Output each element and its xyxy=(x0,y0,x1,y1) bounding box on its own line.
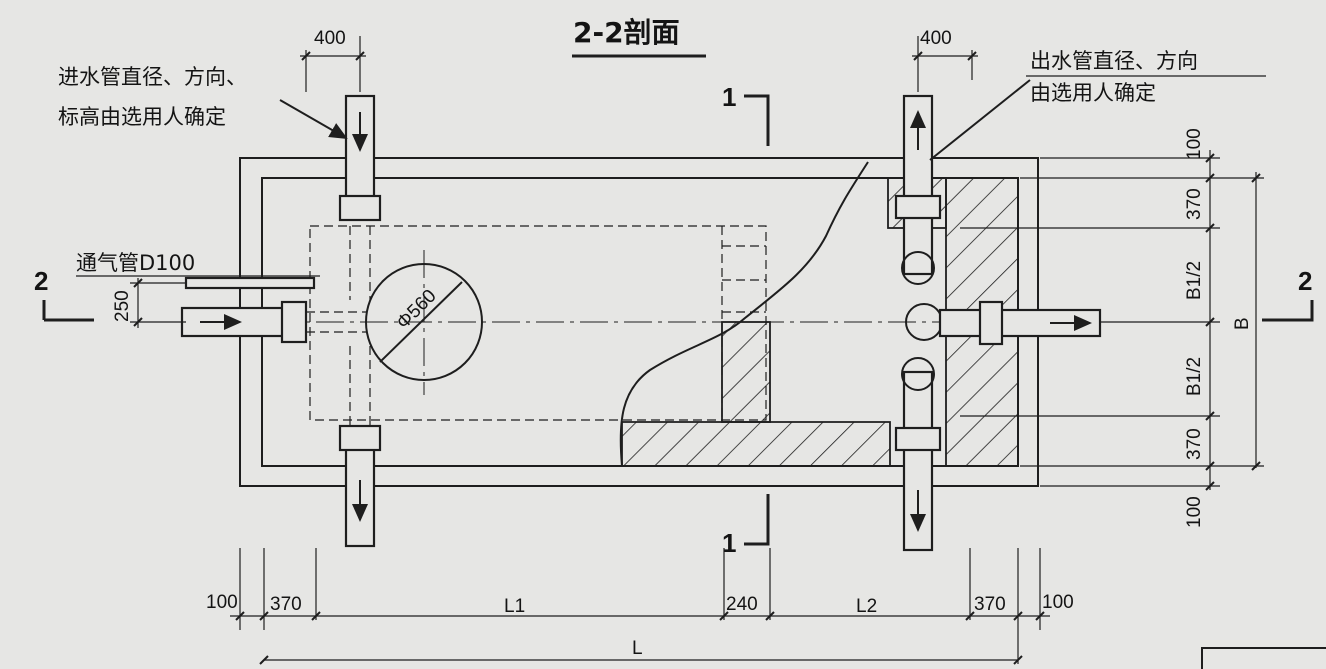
dim-bottom-chain: 100 370 L1 240 L2 370 100 L xyxy=(206,548,1074,665)
dim-left-vent: 250 xyxy=(112,278,186,328)
inlet-pipe-top xyxy=(338,94,382,300)
svg-text:100: 100 xyxy=(1184,496,1205,528)
svg-text:B1/2: B1/2 xyxy=(1184,357,1205,396)
section-mark-1-top: 1 xyxy=(722,82,770,146)
dim-top-left: 400 xyxy=(300,28,366,92)
svg-text:出水管直径、方向: 出水管直径、方向 xyxy=(1030,49,1198,73)
svg-text:100: 100 xyxy=(206,592,238,613)
vent-pipe xyxy=(184,276,316,290)
svg-text:1: 1 xyxy=(722,82,736,112)
svg-text:标高由选用人确定: 标高由选用人确定 xyxy=(58,105,226,129)
inner-chamber-dashed xyxy=(309,225,767,421)
svg-text:100: 100 xyxy=(1042,592,1074,613)
svg-text:240: 240 xyxy=(726,594,758,615)
inlet-note: 进水管直径、方向、 标高由选用人确定 xyxy=(58,65,348,139)
svg-text:L1: L1 xyxy=(504,596,525,617)
section-mark-2-left: 2 xyxy=(34,266,94,322)
svg-text:100: 100 xyxy=(1184,128,1205,160)
svg-text:1: 1 xyxy=(722,528,736,558)
drawing-title: 2-2剖面 xyxy=(573,16,680,49)
svg-text:400: 400 xyxy=(920,28,952,49)
svg-text:L2: L2 xyxy=(856,596,877,617)
svg-text:2: 2 xyxy=(34,266,48,296)
svg-text:L: L xyxy=(632,638,643,659)
section-mark-2-right: 2 xyxy=(1262,266,1314,322)
dim-top-right: 400 xyxy=(912,28,978,92)
svg-text:通气管D100: 通气管D100 xyxy=(76,251,195,275)
manhole-circle xyxy=(365,250,483,395)
outlet-pipe-top xyxy=(894,94,942,285)
break-line xyxy=(619,161,869,467)
vent-note: 通气管D100 xyxy=(76,251,320,277)
outlet-pipe-horizontal xyxy=(905,300,1102,346)
dim-right-chain: 100 370 B1/2 B1/2 370 100 B xyxy=(960,128,1264,528)
outlet-note: 出水管直径、方向 由选用人确定 xyxy=(929,49,1266,161)
svg-text:B: B xyxy=(1232,317,1253,330)
svg-text:2: 2 xyxy=(1298,266,1312,296)
svg-text:370: 370 xyxy=(270,594,302,615)
svg-text:B1/2: B1/2 xyxy=(1184,261,1205,300)
outlet-pipe-bottom xyxy=(894,357,942,552)
svg-text:250: 250 xyxy=(112,290,133,322)
svg-text:370: 370 xyxy=(1184,428,1205,460)
svg-text:由选用人确定: 由选用人确定 xyxy=(1030,81,1156,105)
inlet-pipe-horizontal xyxy=(180,300,366,344)
svg-text:370: 370 xyxy=(1184,188,1205,220)
svg-text:进水管直径、方向、: 进水管直径、方向、 xyxy=(58,65,247,89)
svg-text:400: 400 xyxy=(314,28,346,49)
inlet-pipe-bottom xyxy=(338,346,382,548)
title-block-corner xyxy=(1201,647,1326,669)
section-mark-1-bottom: 1 xyxy=(722,494,770,558)
svg-text:370: 370 xyxy=(974,594,1006,615)
